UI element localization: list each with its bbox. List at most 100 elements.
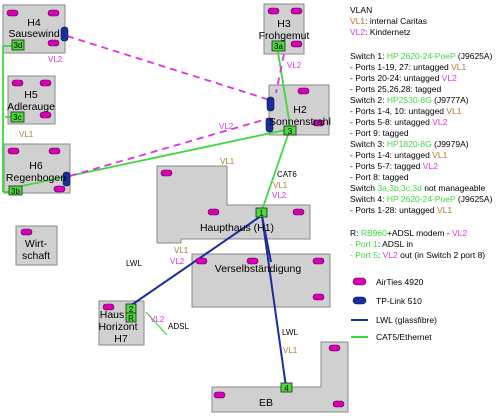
legend-lwl-label: LWL (glassfibre) xyxy=(376,315,437,325)
cat6-label: CAT6 xyxy=(277,170,297,179)
building-h2 xyxy=(268,84,330,136)
legend-router-port5: - Port 5: VL2 out (in Switch 2 port 8) xyxy=(350,250,485,260)
airties-ap-icon xyxy=(20,228,33,236)
legend-s3-unmanaged: Switch 3a,3b,3c,3d not manageable xyxy=(350,183,485,193)
legend-tplink-label: TP-Link 510 xyxy=(376,296,422,306)
switch-3d-label: 3d xyxy=(14,41,23,50)
switch-2-label: 2 xyxy=(129,305,134,314)
building-eb xyxy=(211,341,349,413)
h7-line3: H7 xyxy=(114,333,128,345)
haupthaus-title: Haupthaus (H1) xyxy=(200,222,274,234)
airties-ap-icon xyxy=(207,208,220,216)
switch-1-label: 1 xyxy=(259,209,264,218)
legend-s2-ports2: - Ports 5-8: untagged VL2 xyxy=(350,117,448,127)
tplink-adapter-icon xyxy=(265,117,274,133)
airties-ap-icon xyxy=(290,7,303,15)
legend-vlan-title: VLAN xyxy=(350,5,372,15)
switch-3c-label: 3c xyxy=(13,113,21,122)
building-verselbstaendigung xyxy=(191,253,331,308)
airties-ap-icon xyxy=(6,9,19,17)
tplink-adapter-icon xyxy=(266,96,275,112)
airties-ap-icon xyxy=(53,185,66,193)
airties-ap-icon xyxy=(102,303,115,311)
wifi-link-h6-h2 xyxy=(69,117,271,177)
airties-ap-icon xyxy=(292,208,305,216)
legend-airties-label: AirTies 4920 xyxy=(376,277,424,287)
airties-ap-icon xyxy=(160,169,173,177)
router xyxy=(125,312,137,323)
vl1-label-h7: VL1 xyxy=(174,246,189,255)
vl2-label-h6-h2: VL2 xyxy=(219,122,234,131)
h4-title: H4 xyxy=(27,17,41,29)
vl2-label-h7: VL2 xyxy=(170,257,185,266)
switch-3-label: 3 xyxy=(288,127,293,136)
switch-3b xyxy=(8,185,23,196)
vl1-label-h5: VL1 xyxy=(19,130,34,139)
airties-ap-icon xyxy=(47,9,60,17)
switch-3 xyxy=(283,125,297,136)
legend-tplink-icon xyxy=(352,296,367,305)
airties-ap-icon xyxy=(312,257,325,265)
airties-ap-icon xyxy=(312,119,325,127)
airties-ap-icon xyxy=(39,111,52,119)
airties-ap-icon xyxy=(290,40,303,48)
switch-4-label: 4 xyxy=(284,384,289,393)
h6-subtitle: Regenbogen xyxy=(6,172,66,184)
legend-switch1: Switch 1: HP 2620-24-PoeP (J9625A) xyxy=(350,51,493,61)
building-haupthaus xyxy=(156,165,311,244)
switch-4 xyxy=(280,382,293,393)
adsl-label: ADSL xyxy=(168,322,189,331)
switch-1 xyxy=(255,207,268,218)
airties-ap-icon xyxy=(39,79,52,87)
legend-s3-ports1: - Ports 1-4: untagged VL1 xyxy=(350,150,448,160)
legend-s3-ports2: - Ports 5-7: tagged VL2 xyxy=(350,161,438,171)
h5-title: H5 xyxy=(24,89,38,101)
lwl-label-eb: LWL xyxy=(282,328,298,337)
legend-s1-ports2: - Ports 20-24: untagged VL2 xyxy=(350,73,457,83)
legend-vl2: VL2: Kindernetz xyxy=(350,27,411,37)
vl2-label-h3: VL2 xyxy=(287,61,302,70)
airties-ap-icon xyxy=(213,391,226,399)
h6-title: H6 xyxy=(29,160,43,172)
airties-ap-icon xyxy=(246,257,259,265)
h3-subtitle: Frohgemut xyxy=(259,30,310,42)
legend-s2-ports3: - Port 9: tagged xyxy=(350,128,409,138)
airties-ap-icon xyxy=(328,344,341,352)
vl2-label-cat6: VL2 xyxy=(272,191,287,200)
vl1-label-eb: VL1 xyxy=(283,346,298,355)
switch-3c xyxy=(10,111,25,123)
legend-router-port1: - Port 1: ADSL in xyxy=(350,239,413,249)
airties-ap-icon xyxy=(11,79,24,87)
airties-ap-icon xyxy=(312,293,325,301)
tplink-adapter-icon xyxy=(60,26,69,42)
h2-subtitle: Sonnenstrahl xyxy=(269,116,331,128)
airties-ap-icon xyxy=(332,400,345,408)
legend-switch2: Switch 2: HP2530-8G (J9777A) xyxy=(350,95,469,105)
switch-3a-label: 3a xyxy=(274,42,283,51)
legend-switch3: Switch 3: HP1820-8G (J9979A) xyxy=(350,139,469,149)
tplink-adapter-icon xyxy=(62,171,71,187)
legend-cat5-label: CAT5/Ethernet xyxy=(376,332,432,342)
h2-title: H2 xyxy=(293,104,307,116)
legend-s3-ports3: - Port 8: tagged xyxy=(350,172,409,182)
vl2-label-h4: VL2 xyxy=(48,55,63,64)
legend-s2-ports1: - Ports 1-4, 10: untagged VL1 xyxy=(350,106,462,116)
cat5-link-h2-h3 xyxy=(277,51,291,127)
legend-switch4: Switch 4: HP 2620-24-PoeP (J9625A) xyxy=(350,194,493,204)
adsl-line xyxy=(145,311,168,336)
switch-3b-label: 3b xyxy=(11,187,20,196)
legend-s1-ports3: - Ports 25,26,28: tagged xyxy=(350,84,441,94)
legend-airties-icon xyxy=(352,277,367,286)
h7-line2: Horizont xyxy=(98,321,137,333)
legend-s1-ports1: - Ports 1-19, 27: untagged VL1 xyxy=(350,62,467,72)
wifi-link-h4-h2 xyxy=(66,35,271,101)
vl2-label-adsl: VL2 xyxy=(150,315,165,324)
legend-s4-ports1: - Ports 1-28: untagged VL1 xyxy=(350,205,452,215)
airties-ap-icon xyxy=(267,7,280,15)
lwl-label-h7: LWL xyxy=(126,259,142,268)
airties-ap-icon xyxy=(48,147,61,155)
router-label: R xyxy=(128,314,134,323)
wifi-link-h3-h2 xyxy=(275,53,285,94)
switch-3a xyxy=(271,40,286,52)
